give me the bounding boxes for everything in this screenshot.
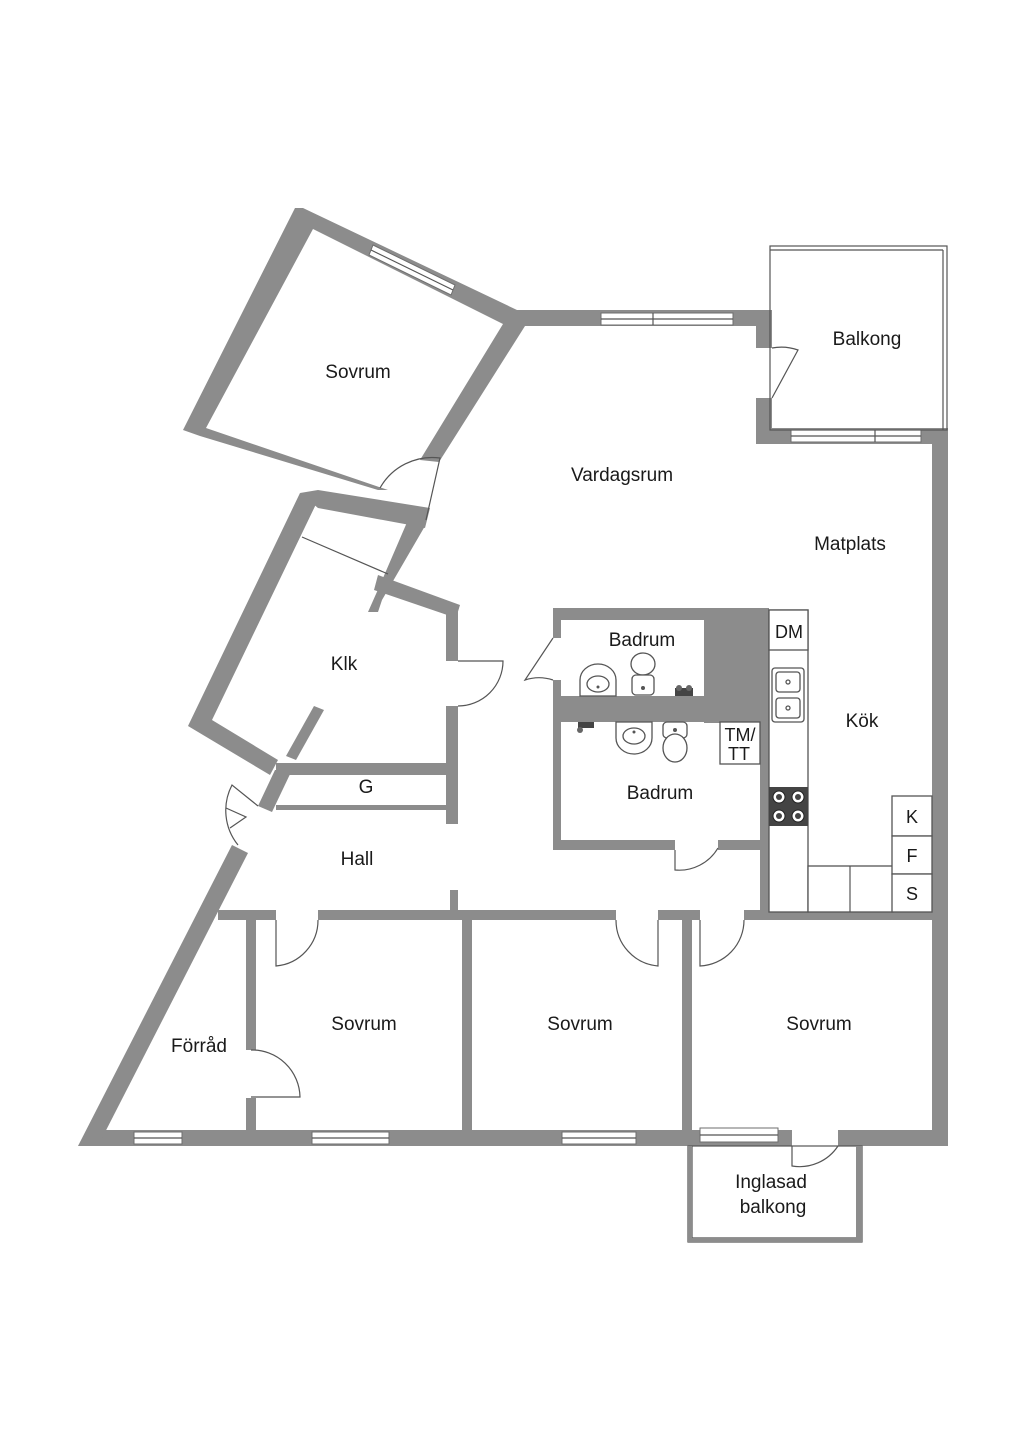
appliance-label-f: F: [907, 846, 918, 866]
toilet-upper-icon: [630, 652, 656, 696]
inglasad-outline: [687, 1145, 863, 1243]
room-label-badrum-lower: Badrum: [627, 783, 694, 804]
walls: [78, 208, 948, 1146]
appliance-labels: DM TM/ TT K F S: [725, 622, 919, 904]
wall-bath-left-upper: [553, 608, 561, 638]
room-label-sovrum-1: Sovrum: [331, 1014, 396, 1035]
kitchen-sink-icon: [771, 667, 805, 723]
appliance-label-tt: TT: [728, 744, 750, 764]
room-label-matplats: Matplats: [814, 534, 886, 555]
kitchen-counter: [768, 609, 809, 913]
wall-bedrooms-top-b: [318, 910, 616, 920]
wall-bedrooms-top-a: [218, 910, 276, 920]
room-label-forrad: Förråd: [171, 1036, 227, 1057]
room-label-inglasad-2: balkong: [740, 1197, 807, 1218]
wall-bath2-bottom-a: [553, 840, 675, 850]
sink-lower-icon: [615, 721, 653, 755]
wall-klk-top: [300, 490, 430, 528]
wall-balcony-left-upper: [756, 310, 772, 348]
wall-kitchen-left: [760, 840, 769, 918]
wall-sovrum2-3: [682, 916, 692, 1132]
sink-upper-icon: [579, 663, 617, 697]
doors: [225, 346, 839, 1168]
appliance-label-dm: DM: [775, 622, 803, 642]
room-label-balkong: Balkong: [833, 329, 902, 350]
washer-dryer-box: [719, 721, 761, 765]
room-label-vardagsrum: Vardagsrum: [571, 465, 673, 486]
stove-icon: [769, 787, 808, 826]
wall-g-bottom: [276, 805, 452, 810]
wall-forrad-right-upper: [246, 916, 256, 1050]
appliance-label-tm: TM/: [725, 725, 756, 745]
room-label-sovrum-2: Sovrum: [547, 1014, 612, 1035]
room-label-sovrum-3: Sovrum: [786, 1014, 851, 1035]
kitchen: [768, 609, 933, 913]
wall-bath-left-lower: [553, 680, 561, 850]
room-label-badrum-upper: Badrum: [609, 630, 676, 651]
wall-bath2-bottom-b: [718, 840, 769, 850]
wall-bottom-outer: [78, 1130, 948, 1146]
room-label-kok: Kök: [846, 711, 879, 732]
appliance-label-k: K: [906, 807, 918, 827]
wall-bedrooms-top-d: [744, 910, 948, 920]
room-labels: Sovrum Vardagsrum Balkong Matplats Klk B…: [171, 329, 901, 1218]
balconies: [687, 245, 948, 1243]
toilet-lower-icon: [662, 721, 688, 763]
room-label-sovrum-top: Sovrum: [325, 362, 390, 383]
wall-klk-right-upper: [446, 605, 458, 661]
wall-forrad-right-lower: [246, 1098, 256, 1132]
room-label-klk: Klk: [331, 654, 358, 675]
door-sovrum-1: [275, 919, 319, 967]
dishwasher-box: [768, 609, 809, 651]
door-inglasad: [791, 1145, 839, 1168]
fridge-k-box: [891, 795, 933, 837]
faucet-upper-icon: [675, 685, 693, 696]
wall-sovrum-top-outer: [183, 208, 525, 490]
door-badrum-lower: [674, 847, 719, 871]
door-forrad: [250, 1049, 301, 1098]
storage-s-box: [891, 873, 933, 913]
door-balkong: [771, 346, 799, 399]
wall-entry-stub: [258, 770, 292, 812]
wall-sovrum1-2: [462, 916, 472, 1132]
door-klk: [457, 660, 504, 707]
door-sovrum-2: [615, 919, 659, 967]
faucet-lower-icon: [577, 722, 594, 733]
bathroom-fixtures: [577, 652, 761, 765]
room-label-g: G: [359, 777, 374, 798]
wall-left-diagonal: [78, 845, 248, 1146]
wall-bath-block-mid: [553, 696, 769, 722]
wall-hall-stub: [450, 890, 458, 916]
wall-klk-left: [188, 493, 318, 775]
wall-bedrooms-top-c: [658, 910, 700, 920]
wall-g-top: [276, 763, 452, 775]
wall-right-outer: [932, 428, 948, 1146]
appliance-label-s: S: [906, 884, 918, 904]
wall-klk-inner-stub: [374, 575, 460, 618]
door-entry: [225, 784, 259, 846]
door-sovrum-3: [699, 919, 745, 967]
balkong-outline: [769, 245, 948, 431]
room-label-inglasad-1: Inglasad: [735, 1172, 807, 1193]
wall-klk-inner-lower: [286, 706, 324, 760]
door-badrum-upper: [523, 637, 554, 682]
door-sovrum-top: [379, 456, 441, 521]
freezer-f-box: [891, 835, 933, 875]
wall-bath2-right: [760, 720, 769, 850]
room-label-hall: Hall: [341, 849, 374, 870]
closet-lines: [301, 536, 389, 575]
windows: [133, 244, 922, 1145]
